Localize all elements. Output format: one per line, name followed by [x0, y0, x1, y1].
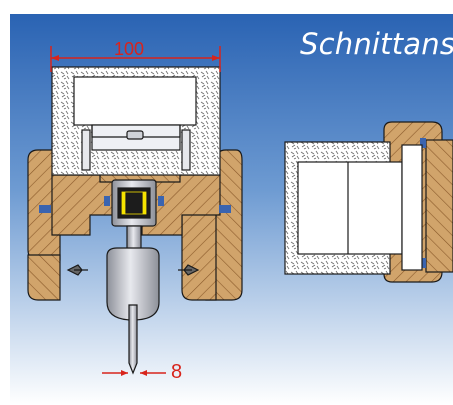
left-section — [27, 66, 243, 375]
dimension-top — [50, 46, 221, 72]
inner-box — [73, 76, 197, 126]
right-section — [284, 121, 453, 283]
dimension-bottom — [102, 370, 166, 376]
right-inner-panel — [297, 161, 403, 255]
dimension-label-top: 100 — [114, 39, 145, 59]
handle-body — [106, 247, 160, 321]
diagram-title: Schnittans — [300, 27, 453, 61]
drill-pin — [128, 304, 138, 375]
dimension-label-bottom: 8 — [171, 361, 183, 383]
